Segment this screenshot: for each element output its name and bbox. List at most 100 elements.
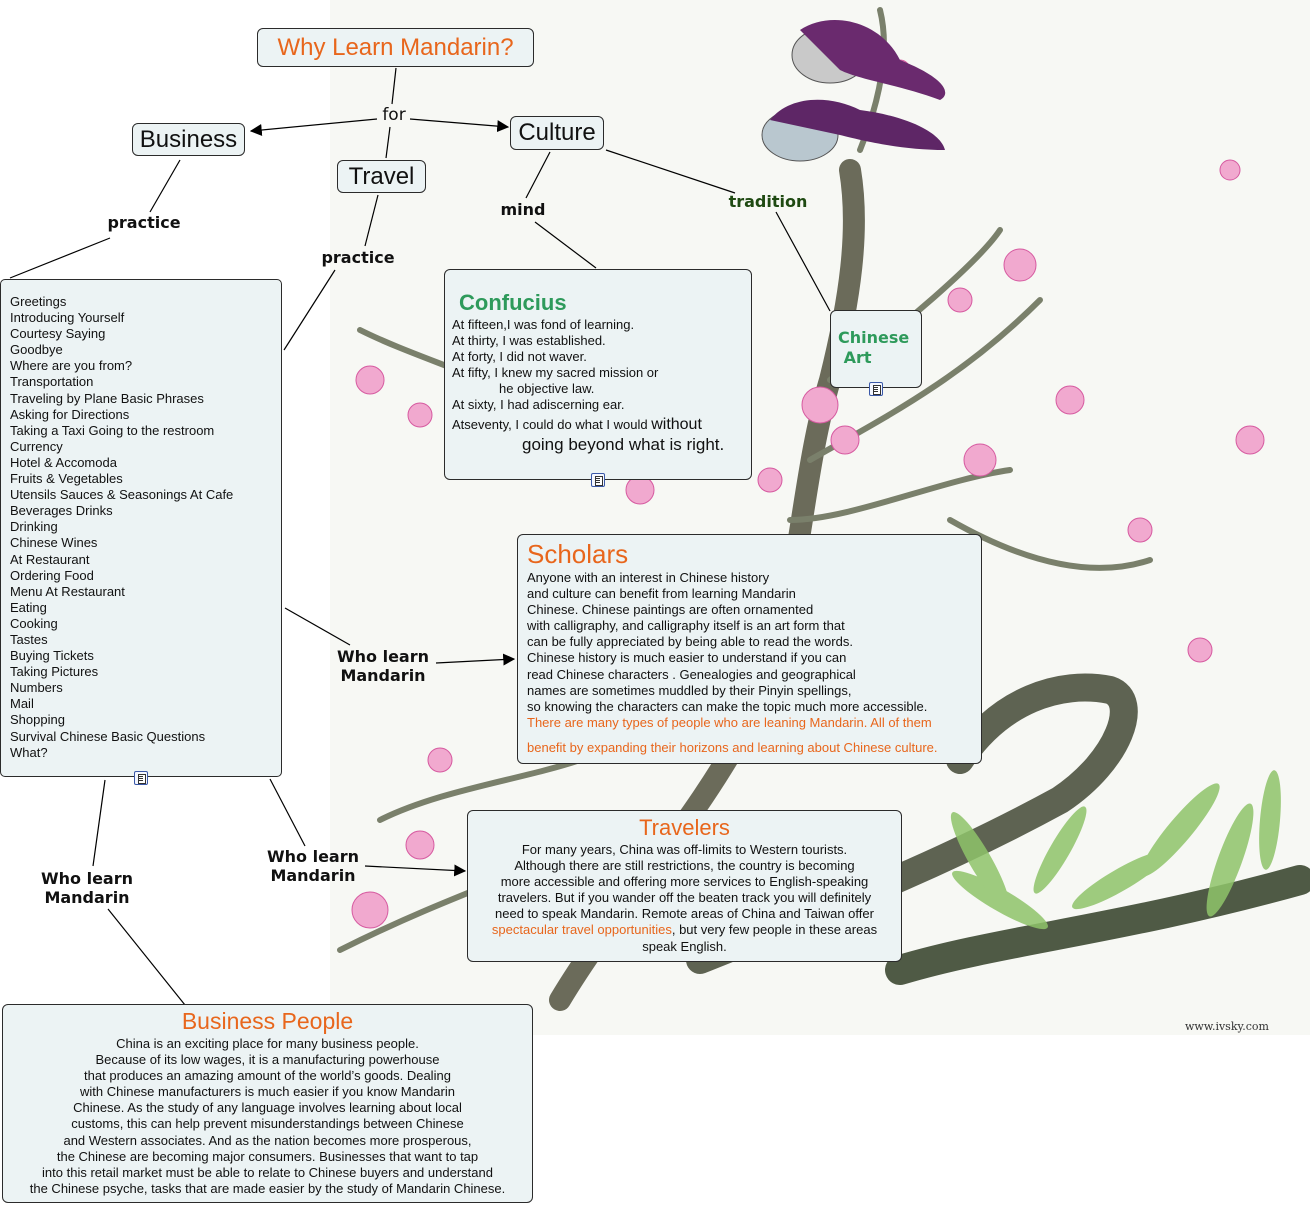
phrase-item: Mail [10, 696, 34, 712]
phrase-item: Beverages Drinks [10, 503, 113, 519]
phrase-item: Currency [10, 438, 63, 454]
scholars-node[interactable]: Scholars Anyone with an interest in Chin… [517, 534, 982, 764]
business-people-line-1: China is an exciting place for many busi… [116, 1036, 419, 1051]
root-title: Why Learn Mandarin? [277, 33, 514, 61]
travelers-title: Travelers [639, 815, 730, 840]
chinese-art-node[interactable]: Chinese Art [830, 310, 922, 388]
phrase-item: Drinking [10, 519, 58, 535]
confucius-line-7-small: Atseventy, I could do what I would [452, 416, 652, 432]
confucius-line-2: At thirty, I was established. [452, 333, 606, 349]
phrase-item: Goodbye [10, 342, 63, 358]
confucius-line-6: At sixty, I had adiscerning ear. [452, 397, 625, 413]
confucius-line-1: At fifteen,I was fond of learning. [452, 317, 635, 332]
scholars-title: Scholars [527, 539, 629, 569]
scholars-line-9: so knowing the characters can make the t… [527, 698, 928, 714]
phrase-item: Menu At Restaurant [10, 583, 125, 599]
business-people-line-6: customs, this can help prevent misunders… [71, 1116, 464, 1132]
confucius-line-4: At fifty, I knew my sacred mission or [452, 365, 659, 381]
phrase-item: Ordering Food [10, 567, 94, 583]
phrases-note-icon[interactable] [134, 771, 148, 785]
confucius-note-icon[interactable] [591, 473, 605, 487]
scholars-line-7: read Chinese characters . Genealogies an… [527, 666, 856, 682]
confucius-node[interactable]: Confucius At fifteen,I was fond of learn… [444, 269, 752, 480]
business-people-line-8: the Chinese are becoming major consumers… [56, 1148, 479, 1164]
confucius-line-7-big: without [651, 415, 702, 433]
phrase-item: Where are you from? [10, 358, 133, 374]
travel-node[interactable]: Travel [337, 160, 426, 193]
scholars-line-3: Chinese. Chinese paintings are often orn… [527, 602, 814, 618]
phrase-item: What? [10, 744, 48, 760]
link-label-who-learn-scholars: Who learn Mandarin [336, 647, 429, 685]
business-people-line-5: Chinese. As the study of any language in… [73, 1100, 462, 1116]
link-label-practice-business: practice [107, 213, 181, 232]
phrase-item: Asking for Directions [10, 406, 130, 422]
watermark-text: www.ivsky.com [1185, 1020, 1270, 1033]
business-people-line-4: with Chinese manufacturers is much easie… [79, 1084, 455, 1100]
business-people-line-3: that produces an amazing amount of the w… [84, 1068, 451, 1084]
link-label-for: for [382, 105, 406, 125]
phrase-item: Greetings [10, 294, 67, 309]
phrase-item: Taking a Taxi Going to the restroom [10, 422, 215, 438]
root-node[interactable]: Why Learn Mandarin? [257, 28, 534, 67]
scholars-line-6: Chinese history is much easier to unders… [527, 650, 847, 666]
phrase-item: Transportation [10, 374, 94, 390]
link-label-mind: mind [500, 200, 546, 219]
chinese-art-note-icon[interactable] [869, 382, 883, 396]
scholars-line-4: with calligraphy, and calligraphy itself… [527, 618, 845, 634]
culture-node[interactable]: Culture [510, 116, 604, 150]
phrase-item: Traveling by Plane Basic Phrases [10, 390, 204, 406]
travel-label: Travel [348, 162, 415, 190]
link-label-practice-travel: practice [321, 248, 395, 267]
business-people-line-10: the Chinese psyche, tasks that are made … [29, 1180, 506, 1196]
travelers-line-5: need to speak Mandarin. Remote areas of … [495, 906, 874, 922]
phrase-item: Introducing Yourself [10, 310, 125, 326]
phrase-item: Taking Pictures [10, 664, 99, 680]
chinese-art-label: Chinese Art [838, 328, 910, 367]
phrase-item: Shopping [10, 712, 65, 728]
confucius-title: Confucius [459, 290, 567, 315]
phrase-item: Fruits & Vegetables [10, 471, 123, 487]
phrase-item: Tastes [10, 631, 48, 647]
travelers-line-4: travelers. But if you wander off the bea… [497, 890, 872, 906]
phrase-item: Utensils Sauces & Seasonings At Cafe [10, 487, 234, 503]
business-people-title: Business People [181, 1008, 354, 1034]
culture-label: Culture [518, 119, 596, 146]
scholars-orange-line-1: There are many types of people who are l… [527, 714, 932, 730]
scholars-line-5: can be fully appreciated by being able t… [527, 634, 853, 650]
confucius-line-8: going beyond what is right. [522, 434, 725, 454]
business-people-line-2: Because of its low wages, it is a manufa… [95, 1052, 440, 1068]
phrase-item: Chinese Wines [10, 535, 98, 551]
business-people-node[interactable]: Business People China is an exciting pla… [2, 1004, 533, 1203]
phrase-item: Eating [10, 599, 47, 615]
phrase-item: Courtesy Saying [10, 326, 106, 342]
business-people-line-7: and Western associates. And as the natio… [63, 1132, 472, 1148]
business-label: Business [139, 125, 238, 153]
travelers-line-3: more accessible and offering more servic… [500, 874, 869, 890]
travelers-line-1: For many years, China was off-limits to … [521, 842, 848, 857]
link-label-tradition: tradition [728, 192, 808, 211]
confucius-line-5: he objective law. [499, 381, 595, 397]
travelers-line-7: speak English. [642, 938, 727, 954]
phrase-item: Numbers [10, 680, 63, 696]
phrase-item: Buying Tickets [10, 648, 94, 664]
phrase-item: Survival Chinese Basic Questions [10, 728, 206, 744]
scholars-orange-line-2: benefit by expanding their horizons and … [527, 739, 938, 755]
phrase-item: Hotel & Accomoda [10, 454, 117, 470]
scholars-line-2: and culture can benefit from learning Ma… [527, 586, 796, 602]
business-node[interactable]: Business [132, 123, 245, 156]
travelers-node[interactable]: Travelers For many years, China was off-… [467, 810, 902, 962]
confucius-line-3: At forty, I did not waver. [452, 349, 587, 365]
link-label-who-learn-business: Who learn Mandarin [40, 869, 133, 907]
travelers-link-text[interactable]: spectacular travel opportunities [491, 922, 672, 938]
business-people-line-9: into this retail market must be able to … [42, 1164, 493, 1180]
travelers-line-2: Although there are still restrictions, t… [514, 858, 855, 874]
scholars-line-1: Anyone with an interest in Chinese histo… [527, 570, 770, 585]
phrase-item: Cooking [10, 615, 58, 631]
scholars-line-8: names are sometimes muddled by their Pin… [527, 682, 852, 698]
link-label-who-learn-travelers: Who learn Mandarin [266, 847, 359, 885]
travelers-line-6-rest: , but very few people in these areas [671, 922, 878, 938]
phrase-item: At Restaurant [10, 551, 90, 567]
